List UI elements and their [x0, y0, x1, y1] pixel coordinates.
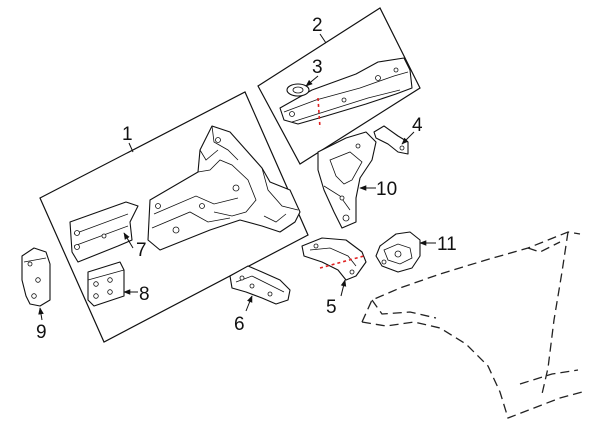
- group-box-2: [257, 7, 421, 165]
- part-9-standalone-bracket[interactable]: [21, 247, 51, 307]
- part-4-small-bracket[interactable]: [373, 125, 409, 155]
- part-1-wheelhouse-assembly[interactable]: [147, 125, 301, 251]
- callout-2[interactable]: 2: [312, 15, 323, 36]
- part-6-support-bracket[interactable]: [229, 265, 291, 305]
- callout-4[interactable]: 4: [412, 115, 423, 136]
- part-7-rail-panel[interactable]: [69, 201, 139, 263]
- leader-7: [123, 232, 134, 249]
- part-8-bracket[interactable]: [87, 261, 125, 307]
- leader-3: [305, 75, 319, 87]
- group-box-1: [39, 91, 309, 343]
- leader-1: [128, 142, 134, 153]
- callout-6[interactable]: 6: [234, 314, 245, 335]
- callout-5[interactable]: 5: [326, 297, 337, 318]
- part-11-mount-bracket[interactable]: [375, 231, 421, 273]
- leader-5: [340, 279, 347, 297]
- cut-line-2: [317, 97, 321, 129]
- leader-2: [319, 33, 327, 44]
- callout-3[interactable]: 3: [312, 57, 323, 78]
- leader-4: [401, 131, 415, 145]
- leader-6: [245, 295, 253, 312]
- callout-9[interactable]: 9: [36, 322, 47, 343]
- callout-1[interactable]: 1: [122, 124, 133, 145]
- callout-7[interactable]: 7: [136, 240, 147, 261]
- part-3-gasket[interactable]: [286, 83, 310, 97]
- part-5-lower-reinforcement[interactable]: [301, 237, 367, 281]
- cut-line-5: [319, 255, 365, 269]
- part-10-inner-panel[interactable]: [317, 131, 377, 229]
- part-2-upper-rail[interactable]: [279, 57, 413, 125]
- fender-outline: [361, 231, 583, 419]
- callout-10[interactable]: 10: [376, 179, 397, 200]
- callout-11[interactable]: 11: [437, 234, 457, 255]
- leader-9: [38, 307, 44, 321]
- callout-8[interactable]: 8: [139, 284, 150, 305]
